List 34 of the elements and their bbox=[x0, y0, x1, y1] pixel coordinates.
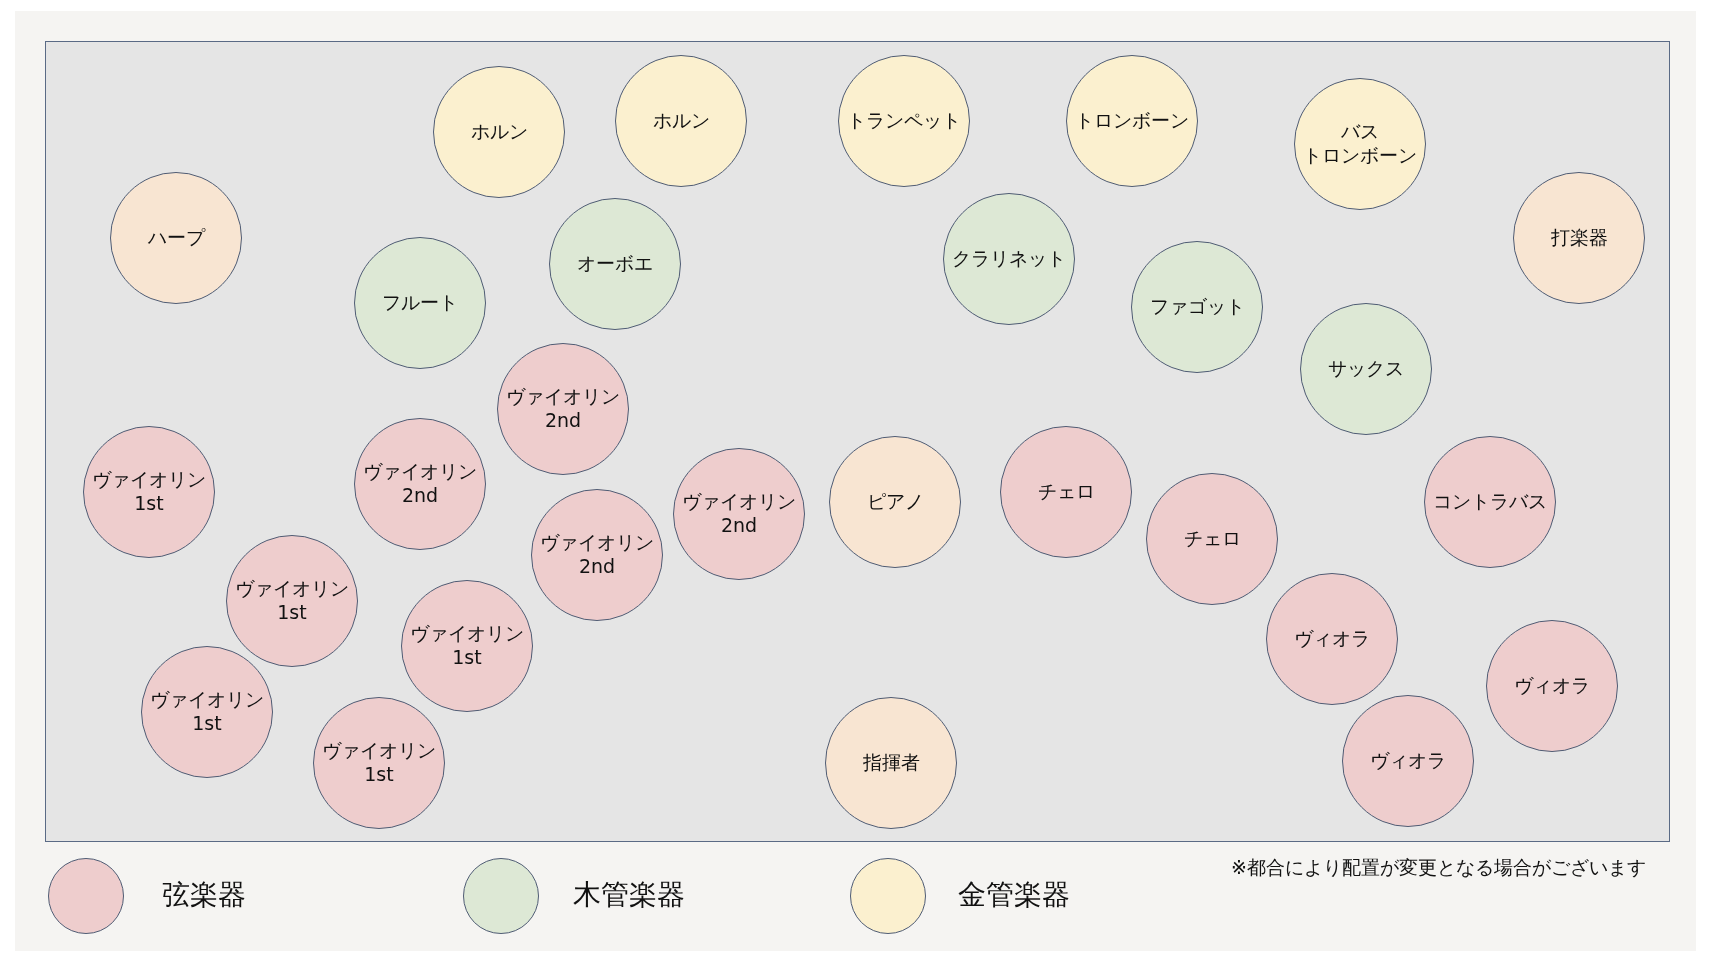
instrument-circle: ホルン bbox=[615, 55, 747, 187]
legend-label: 金管楽器 bbox=[958, 881, 1070, 909]
note-text: ※都合により配置が変更となる場合がございます bbox=[1231, 858, 1646, 877]
instrument-circle: ヴァイオリン 2nd bbox=[673, 448, 805, 580]
instrument-circle: 打楽器 bbox=[1513, 172, 1645, 304]
instrument-circle: ヴィオラ bbox=[1342, 695, 1474, 827]
legend-label: 弦楽器 bbox=[162, 881, 246, 909]
instrument-circle: チェロ bbox=[1146, 473, 1278, 605]
instrument-circle: ヴァイオリン 2nd bbox=[497, 343, 629, 475]
instrument-circle: ヴァイオリン 2nd bbox=[531, 489, 663, 621]
stage-area bbox=[45, 41, 1670, 842]
instrument-circle: ヴァイオリン 1st bbox=[226, 535, 358, 667]
instrument-circle: チェロ bbox=[1000, 426, 1132, 558]
instrument-circle: クラリネット bbox=[943, 193, 1075, 325]
instrument-circle: ヴィオラ bbox=[1486, 620, 1618, 752]
instrument-circle: トロンボーン bbox=[1066, 55, 1198, 187]
instrument-circle: ピアノ bbox=[829, 436, 961, 568]
instrument-circle: ヴィオラ bbox=[1266, 573, 1398, 705]
instrument-circle: ヴァイオリン 2nd bbox=[354, 418, 486, 550]
instrument-circle: ホルン bbox=[433, 66, 565, 198]
instrument-circle: トランペット bbox=[838, 55, 970, 187]
legend-label: 木管楽器 bbox=[573, 881, 685, 909]
instrument-circle: ヴァイオリン 1st bbox=[83, 426, 215, 558]
instrument-circle: ヴァイオリン 1st bbox=[313, 697, 445, 829]
instrument-circle: ヴァイオリン 1st bbox=[141, 646, 273, 778]
instrument-circle: オーボエ bbox=[549, 198, 681, 330]
instrument-circle: ヴァイオリン 1st bbox=[401, 580, 533, 712]
instrument-circle: サックス bbox=[1300, 303, 1432, 435]
instrument-circle: コントラバス bbox=[1424, 436, 1556, 568]
instrument-circle: バストロンボーン bbox=[1294, 78, 1426, 210]
instrument-circle: フルート bbox=[354, 237, 486, 369]
instrument-circle: ファゴット bbox=[1131, 241, 1263, 373]
instrument-circle: 指揮者 bbox=[825, 697, 957, 829]
instrument-circle: ハープ bbox=[110, 172, 242, 304]
